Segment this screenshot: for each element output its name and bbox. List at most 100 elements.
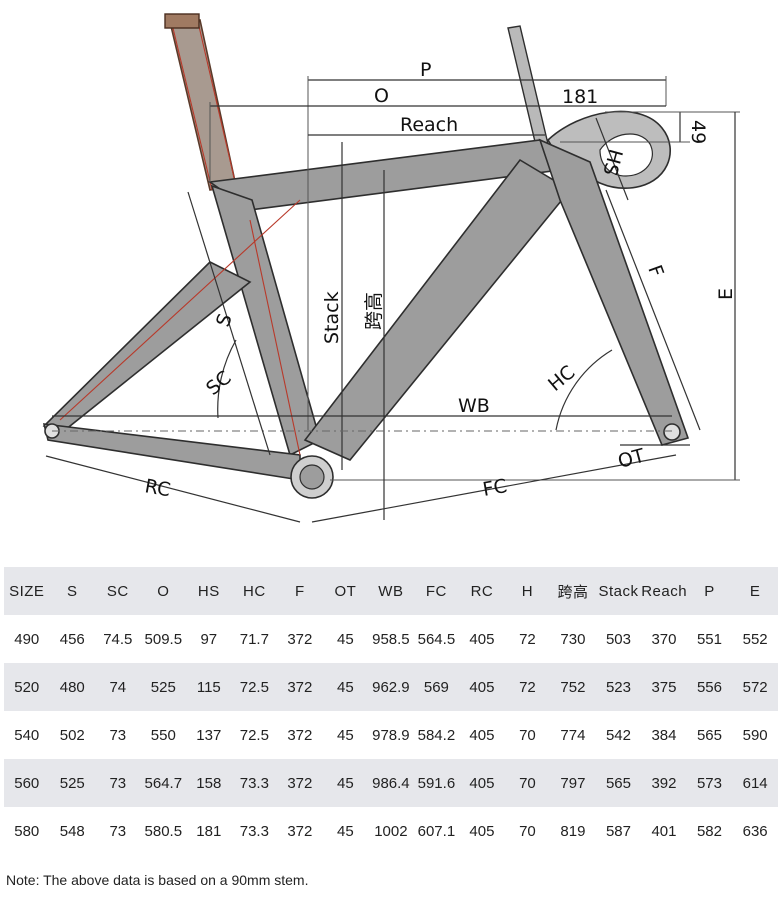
table-cell: 797 — [560, 774, 586, 792]
dim-line-f — [605, 189, 701, 431]
seatpost-red-edge — [171, 23, 213, 191]
column-header: O — [157, 582, 170, 600]
table-cell: 582 — [696, 822, 722, 840]
table-cell: 774 — [560, 726, 586, 744]
column-header: Stack — [598, 582, 639, 600]
table-cell: 564.7 — [144, 774, 183, 792]
label-ot: OT — [616, 445, 648, 473]
head-tube-fork — [538, 138, 690, 446]
table-cell: 181 — [196, 822, 222, 840]
column-header: HS — [197, 582, 220, 600]
table-cell: 73.3 — [239, 822, 269, 840]
dim-line-fc — [311, 454, 677, 523]
table-cell: 978.9 — [372, 726, 410, 744]
table-cell: 372 — [287, 678, 313, 696]
label-stack: Stack — [321, 291, 343, 344]
table-cell: 550 — [150, 726, 176, 744]
label-rc: RC — [143, 475, 172, 501]
column-header: SC — [106, 582, 129, 600]
steerer-column — [507, 25, 549, 147]
dim-arc-hc — [555, 349, 613, 431]
table-cell: 370 — [651, 630, 677, 648]
table-header-row: SIZE S SC O HS HC F OT WB FC RC H 跨高 Sta… — [4, 567, 778, 615]
table-cell: 730 — [560, 630, 586, 648]
table-cell: 72 — [519, 630, 536, 648]
table-cell: 584.2 — [417, 726, 456, 744]
table-cell: 73 — [109, 822, 127, 840]
seat-stay — [42, 261, 252, 435]
dim-line-hs — [595, 117, 629, 201]
table-cell: 590 — [742, 726, 768, 744]
table-cell: 569 — [423, 678, 449, 696]
table-cell: 591.6 — [417, 774, 456, 792]
table-cell: 502 — [59, 726, 85, 744]
table-cell: 405 — [469, 630, 495, 648]
size-cell: 560 — [14, 774, 40, 792]
table-cell: 45 — [337, 822, 354, 840]
dim-line-s — [187, 191, 271, 456]
frame-geometry-diagram: P O 181 Reach 49 HS F E Stack 跨高 S SC HC… — [42, 13, 740, 523]
size-cell: 520 — [14, 678, 40, 696]
table-cell: 137 — [196, 726, 222, 744]
table-cell: 73 — [109, 774, 127, 792]
table-cell: 1002 — [374, 822, 408, 840]
table-cell: 72.5 — [239, 726, 269, 744]
label-sc: SC — [202, 367, 236, 400]
table-cell: 456 — [59, 630, 85, 648]
down-tube — [303, 158, 572, 461]
table-row: 580 548 73 580.5 181 73.3 372 45 1002 607.1 405 70 8… — [4, 807, 778, 855]
column-header: WB — [378, 582, 404, 600]
table-cell: 587 — [605, 822, 631, 840]
size-cell: 540 — [14, 726, 40, 744]
table-cell: 384 — [651, 726, 677, 744]
handlebar-stem-cutout — [599, 133, 653, 177]
table-cell: 45 — [337, 774, 354, 792]
table-cell: 405 — [469, 822, 495, 840]
table-cell: 401 — [651, 822, 677, 840]
label-hc: HC — [544, 361, 579, 396]
table-cell: 392 — [651, 774, 677, 792]
label-181: 181 — [562, 86, 598, 108]
chain-stay — [42, 423, 301, 481]
table-cell: 551 — [696, 630, 722, 648]
dim-arc-sc — [217, 339, 237, 419]
column-header: FC — [425, 582, 447, 600]
table-cell: 542 — [605, 726, 631, 744]
table-cell: 614 — [742, 774, 768, 792]
column-header: RC — [470, 582, 494, 600]
table-cell: 70 — [519, 774, 536, 792]
table-cell: 580.5 — [144, 822, 183, 840]
table-cell: 503 — [605, 630, 631, 648]
label-f: F — [643, 262, 667, 280]
column-header: Reach — [641, 582, 688, 600]
table-cell: 372 — [287, 822, 313, 840]
table-cell: 509.5 — [144, 630, 183, 648]
table-cell: 70 — [519, 822, 536, 840]
table-cell: 72 — [519, 678, 536, 696]
table-cell: 45 — [337, 630, 354, 648]
label-fc: FC — [481, 475, 509, 501]
table-cell: 548 — [59, 822, 85, 840]
table-cell: 405 — [469, 726, 495, 744]
bottom-bracket-inner — [299, 464, 325, 490]
table-cell: 607.1 — [417, 822, 456, 840]
table-cell: 71.7 — [239, 630, 269, 648]
column-header: HC — [243, 582, 266, 600]
column-header: S — [67, 582, 78, 600]
table-cell: 74.5 — [103, 630, 133, 648]
footnote: Note: The above data is based on a 90mm … — [6, 872, 309, 888]
table-cell: 572 — [742, 678, 768, 696]
column-header: OT — [334, 582, 357, 600]
column-header: SIZE — [9, 582, 45, 600]
label-e: E — [715, 288, 737, 300]
column-header: H — [521, 582, 534, 600]
size-cell: 490 — [14, 630, 40, 648]
table-cell: 556 — [696, 678, 722, 696]
table-cell: 45 — [337, 726, 354, 744]
label-wb: WB — [458, 395, 490, 417]
size-cell: 580 — [14, 822, 40, 840]
table-cell: 986.4 — [372, 774, 410, 792]
seatpost-clamp-head — [164, 13, 200, 29]
table-cell: 819 — [560, 822, 586, 840]
